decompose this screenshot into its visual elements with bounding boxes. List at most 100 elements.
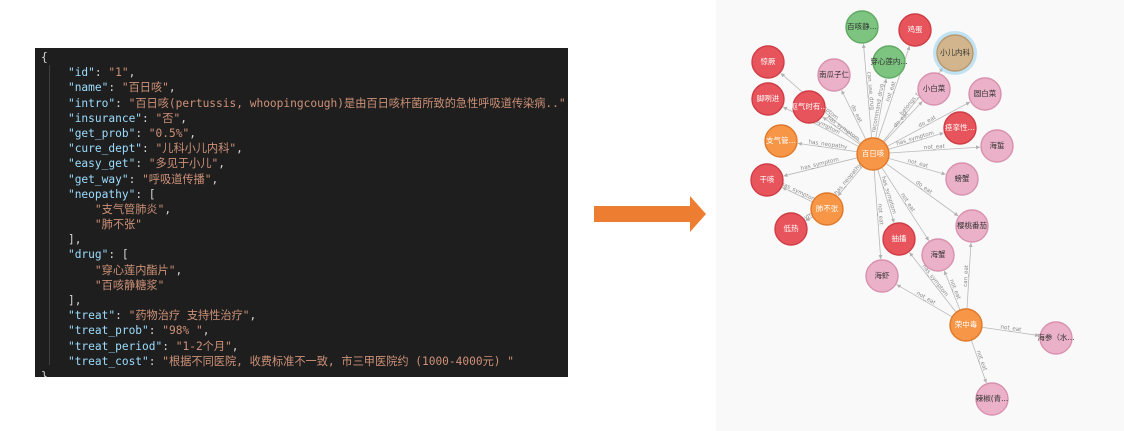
code-token: "drug" xyxy=(67,248,109,262)
code-token xyxy=(41,248,68,261)
node-circle xyxy=(1039,321,1073,355)
code-token: : [ xyxy=(108,248,129,262)
code-token: , xyxy=(566,97,568,110)
code-token: "1-2个月" xyxy=(175,339,232,353)
node-yanjiu[interactable]: 惊厥 xyxy=(751,45,785,79)
edge-label: not_eat xyxy=(885,80,898,103)
code-token: "多见于小儿" xyxy=(148,157,219,171)
code-token: "treat_period" xyxy=(67,339,163,353)
code-token: : xyxy=(142,111,156,125)
code-token xyxy=(41,173,68,186)
code-token: "treat_cost" xyxy=(67,354,149,368)
node-chouchu[interactable]: 抽搐 xyxy=(882,222,916,256)
node-label: 辣椒(青... xyxy=(976,393,1009,403)
code-token: "insurance" xyxy=(67,111,143,125)
node-yiyuxing[interactable]: 痉挛性... xyxy=(943,111,977,145)
node-jidan[interactable]: 鸡蛋 xyxy=(898,13,932,47)
node-haixia[interactable]: 海虾 xyxy=(865,259,899,293)
edge-label: can_eat xyxy=(963,264,970,287)
code-token xyxy=(41,324,68,337)
node-nanguazi[interactable]: 南瓜子仁 xyxy=(817,58,851,92)
code-token: "百日咳(pertussis, whoopingcough)是由百日咳杆菌所致的… xyxy=(128,96,566,110)
code-line: "intro": "百日咳(pertussis, whoopingcough)是… xyxy=(41,96,568,111)
json-code-panel: { "id": "1", "name": "百日咳", "intro": "百日… xyxy=(35,48,568,377)
edge-bairike-xiaobaicai xyxy=(883,101,923,143)
code-line: "百咳静糖浆" xyxy=(41,278,568,293)
edge-bairike-chouchu xyxy=(877,169,895,223)
code-token: : xyxy=(135,157,149,171)
node-fare[interactable]: 低热 xyxy=(774,212,808,246)
edge-label: do_eat xyxy=(849,104,863,124)
edge-bairike-chuanxinlian xyxy=(875,78,888,139)
code-lines: { "id": "1", "name": "百日咳", "intro": "百日… xyxy=(41,50,568,377)
code-token xyxy=(41,294,68,307)
node-label: 樱桃番茄 xyxy=(957,220,987,230)
code-line: "insurance": "否", xyxy=(41,111,568,126)
edge-bairike-nanguazi xyxy=(841,90,867,140)
code-token xyxy=(41,233,68,246)
edge-qizhongdu-chouchu xyxy=(909,252,957,313)
node-feibuzhang[interactable]: 肺不张 xyxy=(810,192,844,226)
node-circle xyxy=(945,162,979,196)
node-circle xyxy=(817,58,851,92)
node-circle xyxy=(872,45,906,79)
code-token: "否" xyxy=(155,111,181,125)
node-zhiqiguan[interactable]: 支气管... xyxy=(764,124,798,158)
node-circle xyxy=(968,77,1002,111)
code-token: : xyxy=(94,66,109,80)
code-token: "98% " xyxy=(162,324,203,338)
node-haizhe[interactable]: 海蜇 xyxy=(980,129,1014,163)
code-token: "get_prob" xyxy=(67,126,136,140)
node-label: 百咳静... xyxy=(847,21,877,31)
code-token: : xyxy=(142,142,156,156)
node-haixie[interactable]: 海蟹 xyxy=(921,238,955,272)
code-line: ], xyxy=(41,232,568,247)
edge-bairike-haixie xyxy=(881,167,930,241)
code-token: "穿心莲内酯片" xyxy=(94,263,176,277)
node-xiaobaicai[interactable]: 小白菜 xyxy=(917,72,951,106)
code-token: "1" xyxy=(108,66,129,80)
edge-bairike-haizhe xyxy=(888,145,981,154)
edge-label: can_use_drug xyxy=(865,71,874,110)
code-token: : xyxy=(115,309,129,323)
code-token: "百咳静糖浆" xyxy=(94,278,165,292)
node-circle xyxy=(882,222,916,256)
code-token: : xyxy=(135,126,149,140)
node-pangxie[interactable]: 螃蟹 xyxy=(945,162,979,196)
node-circle xyxy=(792,90,826,124)
node-yuanbaicai[interactable]: 圆白菜 xyxy=(968,77,1002,111)
node-baikejing[interactable]: 百咳静... xyxy=(845,10,879,44)
node-lajiao[interactable]: 辣椒(青... xyxy=(975,382,1009,416)
node-label: 小白菜 xyxy=(923,83,946,93)
node-circle xyxy=(750,163,784,197)
node-yingtaofan[interactable]: 樱桃番茄 xyxy=(955,209,989,243)
node-chuanxinlian[interactable]: 穿心莲内... xyxy=(870,45,908,79)
node-bairike[interactable]: 百日咳 xyxy=(856,137,890,171)
edge-label: not_eat xyxy=(876,204,884,226)
node-label: 呕气时有... xyxy=(790,101,827,111)
node-label: 穿心莲内... xyxy=(870,56,907,66)
code-line: "肺不张" xyxy=(41,217,568,232)
edge-bairike-baikejing xyxy=(861,43,873,139)
node-label: 鸡蛋 xyxy=(908,24,923,34)
code-token: "呼吸道传播" xyxy=(142,172,212,186)
node-qizhongdu[interactable]: 荣中毒 xyxy=(949,308,983,342)
edge-label: has_neopathy xyxy=(808,139,848,150)
node-qiqishi[interactable]: 呕气时有... xyxy=(790,90,828,124)
node-label: 痉挛性... xyxy=(945,122,975,132)
node-label: 海蜇 xyxy=(990,140,1005,150)
indent-guide xyxy=(49,65,50,365)
node-label: 海蟹 xyxy=(931,249,946,259)
edge-bairike-haixia xyxy=(873,169,883,260)
node-haishen[interactable]: 海参（水... xyxy=(1037,321,1075,355)
node-label: 南瓜子仁 xyxy=(819,69,849,79)
code-token: "cure_dept" xyxy=(67,142,143,156)
node-xiaoernk[interactable]: 小儿内科 xyxy=(933,31,977,75)
node-ganke[interactable]: 干咳 xyxy=(750,163,784,197)
code-token: , xyxy=(128,66,136,80)
node-label: 荣中毒 xyxy=(955,319,978,329)
node-jingmingjin[interactable]: 脚咧进 xyxy=(751,82,785,116)
node-circle xyxy=(751,82,785,116)
edge-qizhongdu-haixie xyxy=(943,270,961,311)
